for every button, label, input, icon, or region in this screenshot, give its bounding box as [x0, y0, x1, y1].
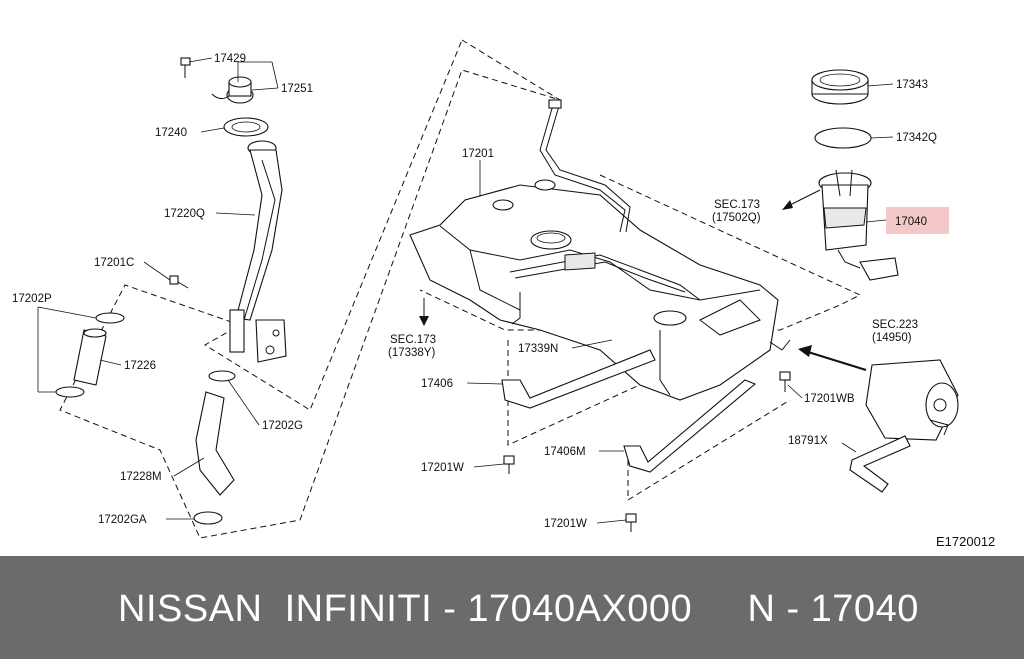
tank-dashed-outline [419, 174, 862, 331]
bolt-17201C [169, 275, 189, 289]
fuel-tank-exploded-diagram: 17429 17251 17240 17220Q 17201C 17202P 1… [12, 39, 995, 549]
label-17406M: 17406M [544, 446, 586, 458]
label-sec173-b: SEC.173 [714, 199, 760, 211]
bracket-17406 [501, 349, 656, 409]
label-18791X: 18791X [788, 435, 828, 447]
canister-14950 [865, 359, 959, 441]
label-17429: 17429 [214, 53, 246, 65]
label-17201WB: 17201WB [804, 393, 855, 405]
label-sec173-a-ref: (17338Y) [388, 347, 435, 359]
label-17343: 17343 [896, 79, 928, 91]
bracket-dashed-outline [507, 329, 761, 446]
label-17240: 17240 [155, 127, 187, 139]
label-17226: 17226 [124, 360, 156, 372]
hose-18791X [849, 435, 911, 493]
label-17201W-a: 17201W [421, 462, 464, 474]
label-17202G: 17202G [262, 420, 303, 432]
label-17202GA: 17202GA [98, 514, 147, 526]
clamp-17202P-bottom [55, 386, 85, 398]
highlight-17040-box [886, 207, 949, 234]
leader-lines [37, 57, 894, 524]
label-17251: 17251 [281, 83, 313, 95]
filler-tube-17220Q [229, 140, 287, 363]
label-17201W-b: 17201W [544, 518, 587, 530]
bolt-17201WB [769, 339, 791, 392]
label-17339N: 17339N [518, 343, 558, 355]
o-ring-17342Q [814, 127, 872, 149]
assembly-dashed-outline [59, 39, 561, 539]
label-17220Q: 17220Q [164, 208, 205, 220]
clamp-17202GA [193, 511, 223, 525]
hose-17226 [73, 328, 107, 386]
seal-ring-17240 [223, 117, 269, 137]
label-sec173-a: SEC.173 [390, 334, 436, 346]
label-17040: 17040 [895, 216, 927, 228]
arrow-sec173-17338Y [419, 298, 429, 326]
label-17201C: 17201C [94, 257, 134, 269]
clamp-17202P-top [95, 312, 125, 324]
label-sec173-b-ref: (17502Q) [712, 212, 761, 224]
bolt-17429 [180, 57, 191, 78]
label-sec223: SEC.223 [872, 319, 918, 331]
footer-bar [0, 556, 1024, 659]
clamp-17202G [208, 370, 236, 382]
lock-ring-17343 [811, 69, 869, 105]
bracket-dashed-outline-2 [627, 399, 791, 501]
label-17406: 17406 [421, 378, 453, 390]
hose-17228M [195, 391, 235, 496]
arrow-sec223-14950 [798, 345, 867, 371]
bolt-17201W-a [503, 455, 515, 474]
label-sec223-ref: (14950) [872, 332, 912, 344]
vent-tube-17201 [534, 99, 631, 233]
fuel-tank-17201 [409, 184, 779, 401]
label-17202P: 17202P [12, 293, 52, 305]
arrow-sec173-17502Q [782, 189, 821, 210]
label-17201: 17201 [462, 148, 494, 160]
bolt-17201W-b [625, 513, 637, 532]
footer-title: NISSAN INFINITI - 17040AX000 N - 17040 [118, 588, 919, 630]
fuel-pump-17040 [818, 169, 899, 281]
diagram-code: E1720012 [936, 534, 995, 549]
fuel-cap-17251 [211, 76, 254, 104]
bracket-17406M [623, 379, 757, 473]
label-17228M: 17228M [120, 471, 162, 483]
label-17342Q: 17342Q [896, 132, 937, 144]
